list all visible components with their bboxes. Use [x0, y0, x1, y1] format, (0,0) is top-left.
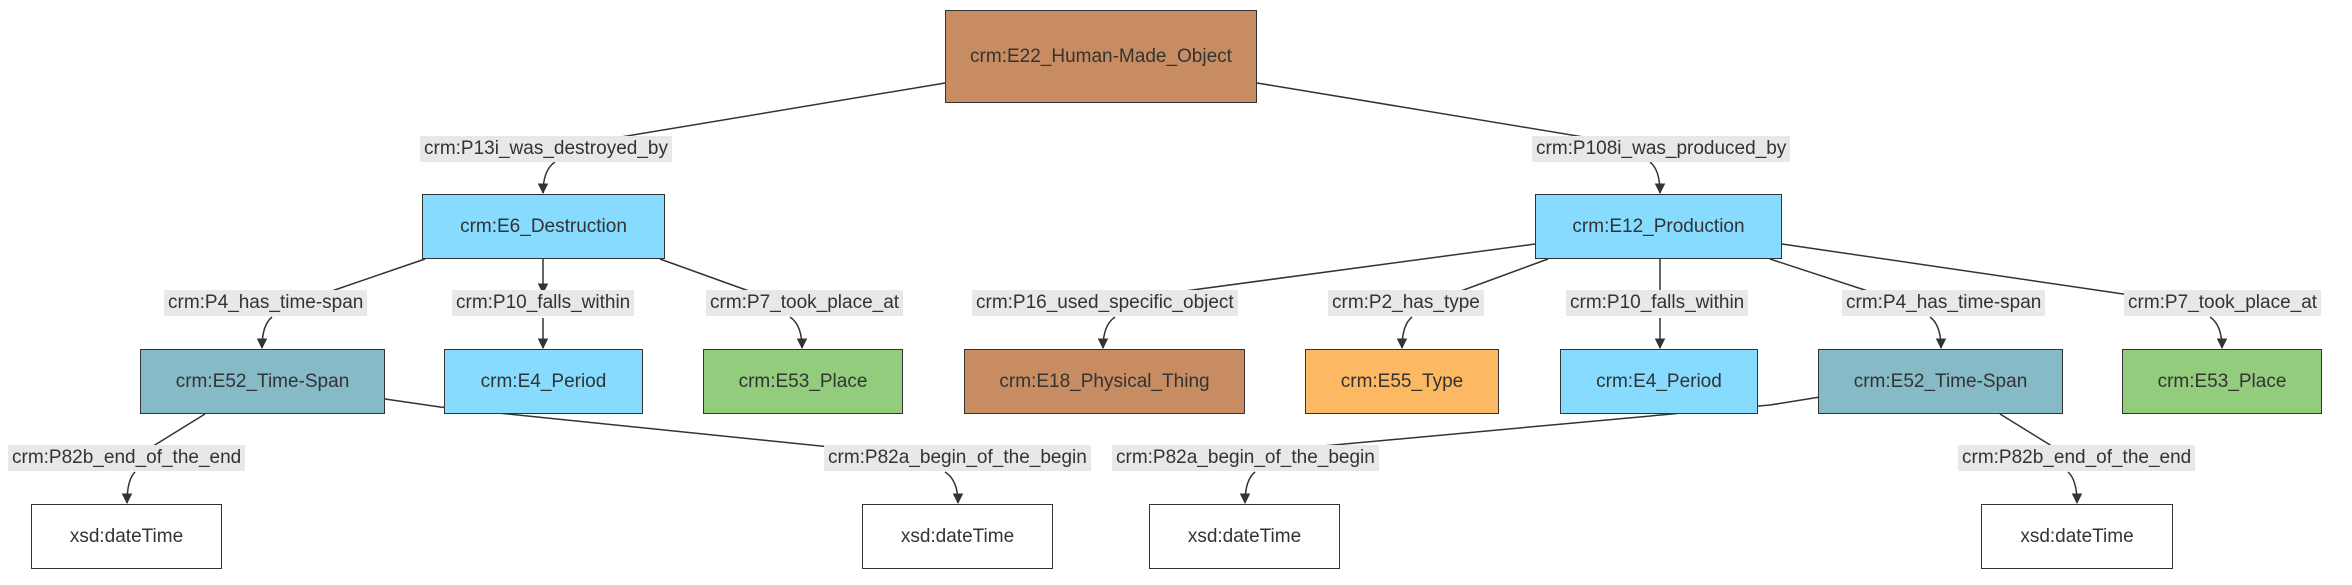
edge-line-root-destruction-arrow: [537, 161, 556, 195]
edge-line-d-end: [149, 413, 206, 449]
node-human-made-object: crm:E22_Human-Made_Object: [945, 10, 1257, 103]
edge-line-p-place-arrow: [2209, 316, 2228, 350]
edge-line-d-begin-arrow: [944, 471, 964, 505]
edge-line-p-type-arrow: [1396, 316, 1413, 350]
edge-label-used-specific-object: crm:P16_used_specific_object: [972, 290, 1238, 316]
node-destruction-place: crm:E53_Place: [703, 349, 903, 414]
edge-label-d-has-time-span: crm:P4_has_time-span: [164, 290, 368, 316]
edge-label-was-destroyed-by: crm:P13i_was_destroyed_by: [420, 136, 672, 162]
edge-label-p-begin-of-the-begin: crm:P82a_begin_of_the_begin: [1112, 445, 1379, 471]
edge-label-has-type: crm:P2_has_type: [1328, 290, 1484, 316]
edge-line-root-production-arrow: [1649, 161, 1666, 195]
edge-line-d-place: [659, 258, 761, 296]
edge-line-p-timespan-arrow: [1929, 316, 1947, 350]
node-datetime-2: xsd:dateTime: [862, 504, 1053, 569]
node-datetime-1: xsd:dateTime: [31, 504, 222, 569]
node-destruction-period: crm:E4_Period: [444, 349, 643, 414]
node-destruction-time-span: crm:E52_Time-Span: [140, 349, 385, 414]
node-production: crm:E12_Production: [1535, 194, 1782, 259]
node-type: crm:E55_Type: [1305, 349, 1499, 414]
edge-line-p-begin-arrow: [1239, 471, 1256, 505]
edge-label-p-has-time-span: crm:P4_has_time-span: [1842, 290, 2046, 316]
edge-line-d-timespan: [319, 258, 426, 296]
node-production-period: crm:E4_Period: [1560, 349, 1758, 414]
edge-label-p-end-of-the-end: crm:P82b_end_of_the_end: [1958, 445, 2196, 471]
node-datetime-3: xsd:dateTime: [1149, 504, 1340, 569]
node-production-place: crm:E53_Place: [2122, 349, 2322, 414]
edge-label-d-begin-of-the-begin: crm:P82a_begin_of_the_begin: [824, 445, 1091, 471]
edge-line-p-thing-arrow: [1097, 316, 1116, 350]
edge-line-p-end-arrow: [2067, 471, 2083, 505]
node-datetime-4: xsd:dateTime: [1981, 504, 2173, 569]
edge-line-d-begin: [384, 398, 851, 450]
edge-label-p-falls-within: crm:P10_falls_within: [1566, 290, 1749, 316]
edge-line-p-end: [1999, 413, 2056, 449]
edge-label-d-falls-within: crm:P10_falls_within: [452, 290, 635, 316]
edge-line-p-place: [1781, 243, 2131, 296]
edge-label-was-produced-by: crm:P108i_was_produced_by: [1532, 136, 1791, 162]
node-physical-thing: crm:E18_Physical_Thing: [964, 349, 1245, 414]
edge-line-d-end-arrow: [121, 471, 136, 505]
edge-line-d-place-arrow: [789, 316, 808, 350]
edge-line-p-timespan: [1769, 258, 1881, 296]
edge-line-d-timespan-arrow: [256, 316, 273, 350]
edge-line-p-thing: [1154, 243, 1536, 296]
node-destruction: crm:E6_Destruction: [422, 194, 665, 259]
edge-line-p-begin: [1289, 396, 1821, 450]
edge-label-d-took-place-at: crm:P7_took_place_at: [706, 290, 904, 316]
edge-label-d-end-of-the-end: crm:P82b_end_of_the_end: [8, 445, 246, 471]
node-production-time-span: crm:E52_Time-Span: [1818, 349, 2063, 414]
edge-label-p-took-place-at: crm:P7_took_place_at: [2124, 290, 2322, 316]
edge-line-p-type: [1449, 258, 1549, 296]
